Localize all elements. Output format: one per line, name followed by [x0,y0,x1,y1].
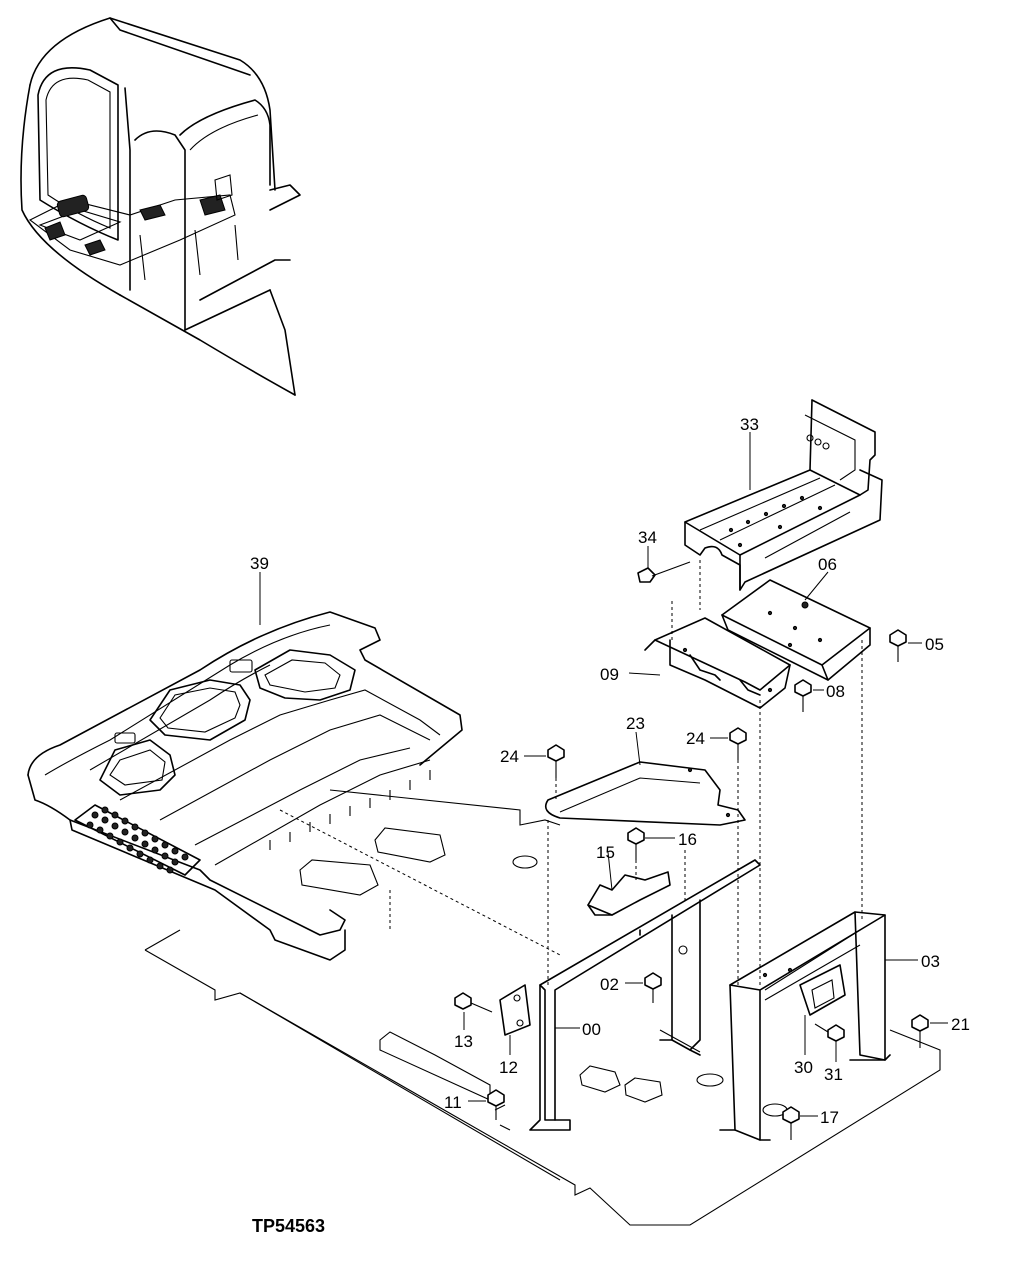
callout-11: 11 [444,1093,462,1112]
bracket-part-09 [644,617,791,709]
callout-08: 08 [826,682,845,701]
callout-12: 12 [499,1058,518,1077]
callout-23: 23 [626,714,645,733]
callout-17: 17 [820,1108,839,1127]
bolts [454,561,929,1140]
callout-13: 13 [454,1032,473,1051]
bolt-part-31 [814,1023,845,1042]
callout-34: 34 [638,528,657,547]
callout-15: 15 [596,843,615,862]
callout-00: 00 [582,1020,601,1039]
bolt-part-13 [454,992,493,1013]
callout-05: 05 [925,635,944,654]
callout-33: 33 [740,415,759,434]
bolt-part-21 [911,1014,929,1048]
callout-labels: 33 34 06 05 09 08 39 23 24 24 16 15 03 0… [250,415,970,1127]
leader-lines [259,432,948,1117]
assembly-guide-lines [547,560,863,985]
plate-part-06 [721,579,871,681]
bolt-part-34 [637,561,691,583]
callout-16: 16 [678,830,697,849]
callout-03: 03 [921,952,940,971]
callout-24-left: 24 [500,747,519,766]
clip-plate-part-12 [499,984,531,1036]
callout-31: 31 [824,1065,843,1084]
cab-floor-plate [144,789,941,1226]
upper-support-part-33 [684,399,883,591]
callout-06: 06 [818,555,837,574]
bolt-part-17 [782,1106,800,1140]
bolt-part-08 [794,679,812,712]
callout-24-right: 24 [686,729,705,748]
callout-39: 39 [250,554,269,573]
bolt-part-02 [644,972,662,1003]
cab-overview-illustration [20,17,301,396]
bolt-part-24-right [729,727,747,760]
support-plate-part-23 [544,761,746,826]
callout-02: 02 [600,975,619,994]
bolt-part-24-left [547,744,565,778]
floor-mat-mesh [86,806,189,874]
bolt-part-16 [627,827,645,860]
callout-30: 30 [794,1058,813,1077]
bolt-part-11 [487,1089,505,1120]
callout-09: 09 [600,665,619,684]
bolt-part-05 [889,629,907,662]
floor-mat-part-39 [27,611,561,961]
left-frame-part-00 [529,859,761,1131]
small-bracket-part-15 [587,871,671,916]
right-frame-part-03 [719,911,891,1141]
figure-reference-code: TP54563 [252,1216,325,1236]
callout-21: 21 [951,1015,970,1034]
